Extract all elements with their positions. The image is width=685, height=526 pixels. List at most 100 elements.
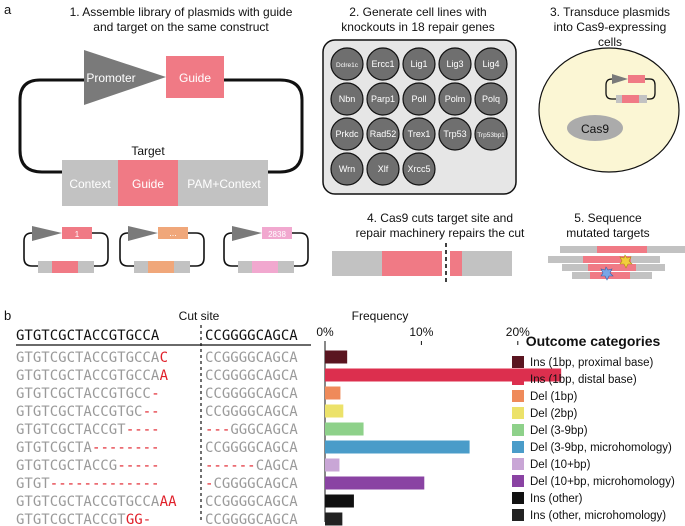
legend-swatch xyxy=(512,407,524,419)
outcome-right-edit: --- xyxy=(205,422,230,438)
knockout-well xyxy=(474,117,508,151)
knockout-well xyxy=(402,152,436,186)
legend-item-label: Del (3-9bp, microhomology) xyxy=(530,442,672,454)
mutation-star-yellow xyxy=(619,254,633,269)
frequency-bar xyxy=(325,386,341,400)
gene-label: Xlf xyxy=(378,164,389,174)
gene-label: Poll xyxy=(411,94,426,104)
knockout-well xyxy=(330,82,364,116)
gene-label: Trex1 xyxy=(408,129,431,139)
legend-item-label: Del (10+bp, microhomology) xyxy=(530,476,675,488)
knockout-well xyxy=(366,47,400,81)
cell-plasmid xyxy=(605,74,656,103)
legend-swatch xyxy=(512,475,524,487)
cas9-label: Cas9 xyxy=(581,122,609,136)
outcome-right-sequence: GGGCAGCA xyxy=(230,422,298,438)
mini-plasmid-3-label: 2838 xyxy=(268,230,286,239)
gene-label: Lig3 xyxy=(446,59,463,69)
step2-title-line1: 2. Generate cell lines with xyxy=(349,5,486,19)
gene-label: Trp53 xyxy=(443,129,466,139)
mini-plasmid-2 xyxy=(119,226,205,273)
mini-plasmid-2-label: ... xyxy=(169,228,177,238)
guide-label: Guide xyxy=(179,71,211,85)
frequency-bar xyxy=(325,494,354,508)
promoter-label: Promoter xyxy=(86,71,135,85)
legend-swatch xyxy=(512,509,524,521)
frequency-bar xyxy=(325,368,562,382)
outcome-left-sequence: GTGTCGCTA xyxy=(16,440,92,456)
outcome-right-sequence: CCGGGGCAGCA xyxy=(205,350,298,366)
outcome-left-sequence: GTGTCGCTACCGTGCCA xyxy=(16,494,160,510)
knockout-well xyxy=(402,82,436,116)
outcome-right-sequence: CCGGGGCAGCA xyxy=(205,494,298,510)
knockout-well xyxy=(438,82,472,116)
mini-plasmid-1 xyxy=(23,226,109,273)
outcome-left-sequence: GTGTCGCTACCGTGC xyxy=(16,404,142,420)
legend-swatch xyxy=(512,390,524,402)
legend-swatch xyxy=(512,458,524,470)
outcome-left-edit: AA xyxy=(160,494,177,510)
outcome-left-edit: -- xyxy=(143,404,160,420)
knockout-well xyxy=(474,47,508,81)
cut-target-guide-right xyxy=(450,251,462,276)
gene-label: Nbn xyxy=(339,94,356,104)
frequency-bar xyxy=(325,458,340,472)
legend-swatch xyxy=(512,373,524,385)
outcome-left-sequence: GTGTCGCTACCGT xyxy=(16,512,126,526)
legend-swatch xyxy=(512,356,524,368)
mini-plasmid-3 xyxy=(223,226,309,273)
outcome-right-sequence: CGGGGCAGCA xyxy=(213,476,298,492)
axis-tick-label: 20% xyxy=(506,325,530,339)
step5-title-line2: mutated targets xyxy=(566,226,649,240)
frequency-bar xyxy=(325,422,364,436)
target-pam-block xyxy=(178,160,268,206)
axis-tick-label: 10% xyxy=(409,325,433,339)
legend-item-label: Del (1bp) xyxy=(530,391,577,403)
outcome-right-edit: ------ xyxy=(205,458,256,474)
frequency-bar xyxy=(325,512,343,526)
step3-title-line3: cells xyxy=(598,35,622,49)
outcome-left-sequence: GTGTCGCTACCGTGCCA xyxy=(16,350,160,366)
step1-title-line2: and target on the same construct xyxy=(93,20,269,34)
target-label: Target xyxy=(131,144,165,158)
cut-target-guide-left xyxy=(382,251,442,276)
knockout-well xyxy=(366,82,400,116)
plasmid-backbone-left xyxy=(18,78,85,174)
panel-b-label: b xyxy=(4,308,11,323)
cut-site-label: Cut site xyxy=(179,309,220,323)
step5-title-line1: 5. Sequence xyxy=(574,211,642,225)
frequency-bar xyxy=(325,440,470,454)
panel-a-label: a xyxy=(4,2,12,17)
outcome-left-sequence: GTGTCGCTACCG xyxy=(16,458,117,474)
cell-body xyxy=(538,47,680,173)
knockout-well xyxy=(366,152,400,186)
cell-line-plate xyxy=(322,39,517,195)
gene-label: Lig1 xyxy=(410,59,427,69)
gene-label: Ercc1 xyxy=(371,59,394,69)
legend-item-label: Del (2bp) xyxy=(530,408,577,420)
outcome-left-edit: ---- xyxy=(126,422,160,438)
outcome-left-sequence: GTGT xyxy=(16,476,50,492)
gene-label: Polq xyxy=(482,94,500,104)
outcome-right-sequence: CAGCA xyxy=(256,458,299,474)
target-context-block xyxy=(62,160,118,206)
knockout-well xyxy=(438,47,472,81)
cut-target-right-context xyxy=(462,251,512,276)
frequency-bar xyxy=(325,404,344,418)
knockout-well xyxy=(330,152,364,186)
knockout-well xyxy=(330,117,364,151)
knockout-well xyxy=(366,117,400,151)
knockout-well xyxy=(438,117,472,151)
target-guide-label: Guide xyxy=(132,177,164,191)
outcome-left-edit: ------------- xyxy=(50,476,160,492)
legend-item-label: Ins (1bp, proximal base) xyxy=(530,357,654,369)
step4-title-line2: repair machinery repairs the cut xyxy=(356,226,525,240)
outcome-right-sequence: CCGGGGCAGCA xyxy=(205,404,298,420)
frequency-label: Frequency xyxy=(352,309,409,323)
outcome-left-edit: ----- xyxy=(117,458,159,474)
outcome-right-sequence: CCGGGGCAGCA xyxy=(205,440,298,456)
legend-item-label: Ins (1bp, distal base) xyxy=(530,374,637,386)
